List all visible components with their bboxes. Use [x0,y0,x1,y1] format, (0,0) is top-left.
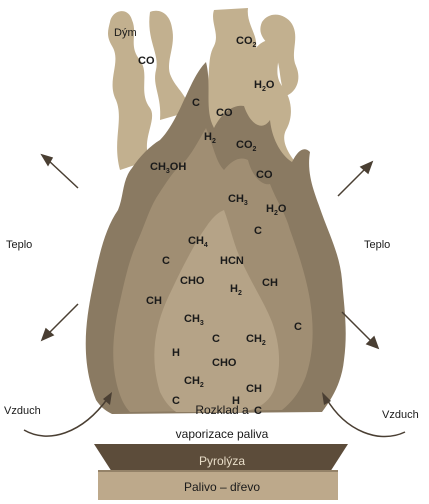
species-c: C [254,405,262,417]
species-co: CO [216,107,233,119]
species-ch: CH [146,295,162,307]
heat-label-left: Teplo [6,239,32,251]
fuel-label: Palivo – dřevo [184,480,260,494]
species-c: C [254,225,262,237]
species-h: H [232,395,240,407]
decomposition-label-2: vaporizace paliva [176,427,269,441]
species-c: C [192,97,200,109]
heat-label-right: Teplo [364,239,390,251]
species-co: CO [138,55,155,67]
decomposition-label-1: Rozklad a [195,403,249,417]
species-h: H [172,347,180,359]
air-label-left: Vzduch [4,405,41,417]
smoke-label: Dým [114,27,137,39]
smoke-plume [149,11,188,120]
species-ch: CH [262,277,278,289]
species-c: C [294,321,302,333]
species-cho: CHO [212,357,237,369]
species-c: C [172,395,180,407]
pyrolysis-label: Pyrolýza [199,454,245,468]
species-c: C [212,333,220,345]
species-c: C [162,255,170,267]
air-label-right: Vzduch [382,409,419,421]
species-ch: CH [246,383,262,395]
species-hcn: HCN [220,255,244,267]
species-cho: CHO [180,275,205,287]
species-co: CO [256,169,273,181]
